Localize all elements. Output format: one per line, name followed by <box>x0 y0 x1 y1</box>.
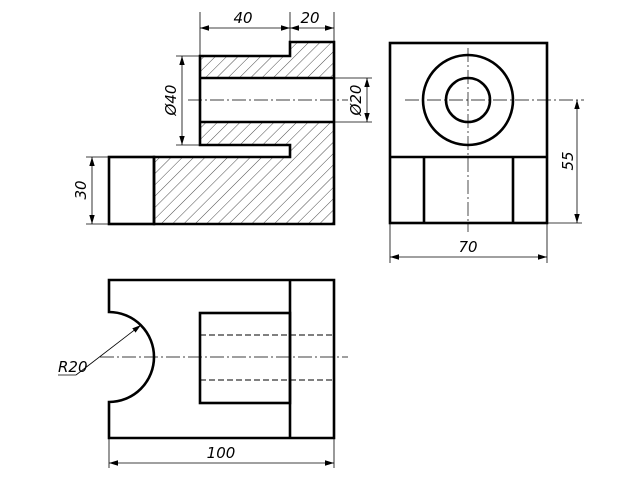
dim-leader-r20 <box>75 324 142 376</box>
front-view-outline <box>152 40 336 226</box>
dim-label-20: 20 <box>300 9 319 27</box>
front-view-base-left <box>107 155 156 226</box>
top-view: R20 100 <box>58 278 348 468</box>
dim-label-dia40: Ø40 <box>162 85 180 117</box>
dim-label-r20: R20 <box>58 358 88 376</box>
dim-label-40: 40 <box>233 9 252 27</box>
dim-label-dia20: Ø20 <box>347 85 365 117</box>
top-view-outline <box>107 278 336 440</box>
dim-label-55: 55 <box>559 151 577 170</box>
dim-label-30: 30 <box>72 180 90 199</box>
front-view-hatch-top <box>200 42 334 78</box>
dim-label-100: 100 <box>207 444 236 462</box>
side-view: 55 70 <box>388 41 584 263</box>
front-view-hatch-body <box>154 122 334 224</box>
dim-label-70: 70 <box>458 238 477 256</box>
front-view: 40 20 Ø40 Ø20 30 <box>72 9 372 226</box>
top-view-boss <box>198 311 292 405</box>
side-view-outline <box>388 41 549 225</box>
